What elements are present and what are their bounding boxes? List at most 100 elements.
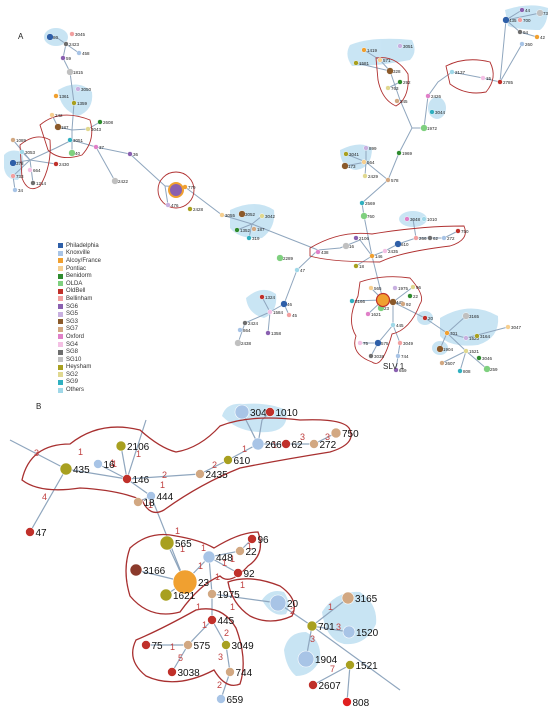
network-node [195, 469, 205, 479]
network-node [377, 57, 383, 63]
legend-swatch [58, 266, 63, 272]
legend-swatch [58, 273, 63, 279]
network-node [441, 235, 447, 241]
network-node [129, 563, 143, 577]
legend-label: SG7 [66, 326, 79, 333]
network-node [187, 206, 193, 212]
node-label: 1904 [315, 655, 338, 666]
network-node [49, 112, 55, 118]
legend-swatch [58, 334, 63, 340]
network-node [30, 180, 36, 186]
node-label: 3038 [178, 668, 201, 679]
node-label: 23 [384, 306, 390, 311]
network-node [342, 242, 350, 250]
network-node [202, 550, 216, 564]
legend-swatch [58, 281, 63, 287]
network-node [359, 200, 365, 206]
network-node [343, 151, 349, 157]
network-node [392, 285, 398, 291]
node-label: 272 [320, 440, 337, 451]
network-node [397, 43, 403, 49]
network-node [12, 187, 18, 193]
network-node [341, 162, 349, 170]
network-node [69, 31, 75, 37]
network-node [421, 216, 427, 222]
node-label: 2430 [59, 162, 70, 167]
node-label: 1521 [469, 349, 480, 354]
legend-item: Pontiac [58, 265, 138, 273]
network-node [394, 240, 402, 248]
network-node [407, 293, 413, 299]
legend-item: Oxford [58, 333, 138, 341]
node-label: 3048 [250, 408, 273, 419]
node-label: 808 [353, 698, 370, 709]
node-label: 42 [540, 35, 546, 40]
legend-label: SG10 [66, 356, 82, 363]
network-node [122, 474, 132, 484]
legend-label: OldBell [66, 288, 86, 295]
network-node [476, 355, 482, 361]
network-node [237, 327, 243, 333]
network-node [457, 368, 463, 374]
node-label: 750 [461, 229, 469, 234]
node-label: 3165 [469, 314, 480, 319]
network-node [46, 33, 54, 41]
network-node [375, 292, 391, 308]
network-node [342, 625, 356, 639]
node-label: 36 [133, 152, 139, 157]
network-node [168, 182, 184, 198]
node-label: 22 [413, 294, 419, 299]
network-node [97, 119, 103, 125]
node-label: 2106 [127, 442, 150, 453]
network-node [235, 546, 245, 556]
node-label: 3051 [73, 138, 84, 143]
node-label: 59 [66, 56, 72, 61]
legend-label: SG2 [66, 371, 79, 378]
node-label: 435 [73, 465, 90, 476]
node-label: 2429 [368, 174, 379, 179]
node-label: 3044 [435, 110, 446, 115]
node-label: 2137 [455, 70, 466, 75]
network-node [463, 348, 469, 354]
legend-label: SG6 [66, 303, 79, 310]
network-node [75, 86, 81, 92]
legend-item: OldBell [58, 288, 138, 296]
edge-distance-label: 5 [178, 653, 183, 663]
node-label: 3049 [232, 641, 255, 652]
node-label: 62 [433, 236, 439, 241]
network-node [444, 330, 450, 336]
network-node [309, 439, 319, 449]
node-label: 779 [188, 185, 196, 190]
network-node [111, 177, 119, 185]
network-node [27, 167, 33, 173]
legend-label: OLDA [66, 280, 83, 287]
node-label: 1621 [371, 312, 382, 317]
panel-a-label: A [18, 32, 24, 41]
edge-distance-label: 3 [310, 634, 315, 644]
network-node [474, 333, 480, 339]
node-label: 575 [381, 341, 389, 346]
network-node [353, 60, 359, 66]
legend-swatch [58, 250, 63, 256]
node-label: 659 [227, 695, 244, 706]
network-node [297, 650, 315, 668]
node-label: 3052 [245, 212, 256, 217]
legend-item: SG4 [58, 341, 138, 349]
network-node [368, 353, 374, 359]
node-label: 2435 [206, 470, 229, 481]
network-node [517, 17, 523, 23]
node-label: 3050 [81, 87, 92, 92]
node-label: 2607 [319, 681, 342, 692]
node-label: 187 [61, 125, 69, 130]
network-node [519, 41, 525, 47]
network-node [267, 309, 273, 315]
node-label: 578 [391, 178, 399, 183]
network-node [397, 79, 403, 85]
edge-distance-label: 1 [175, 526, 180, 536]
node-label: 744 [401, 354, 409, 359]
edge-distance-label: 1 [222, 558, 227, 568]
node-label: 34 [18, 188, 24, 193]
network-node [141, 640, 151, 650]
node-label: 1621 [173, 591, 196, 602]
